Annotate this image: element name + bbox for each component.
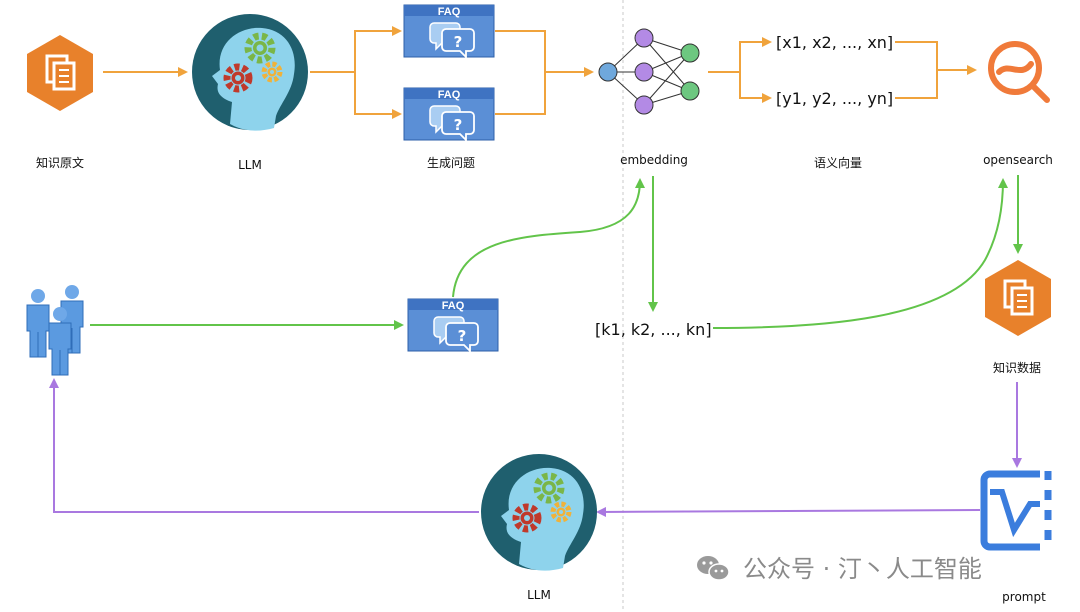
arrow-llm-to-faq-lower — [354, 72, 402, 119]
arrow-faq-lower-out — [495, 67, 594, 115]
label-knowledge-data: 知识数据 — [993, 360, 1041, 375]
wechat-icon — [697, 556, 730, 581]
vector-k: [k1, k2, ..., kn] — [595, 320, 712, 339]
label-prompt: prompt — [1002, 590, 1046, 604]
users-icon — [26, 284, 84, 376]
arrow-k-to-opensearch — [712, 178, 1008, 329]
document-icon-knowledge — [983, 258, 1053, 338]
arrow-vectors-to-opensearch-2 — [895, 70, 938, 99]
faq-icon-upper: FAQ — [403, 4, 495, 58]
prompt-icon — [980, 470, 1052, 551]
watermark: 公众号 · 汀丶人工智能 — [697, 555, 982, 583]
opensearch-logo-icon — [988, 41, 1050, 103]
arrow-faq-upper-out — [495, 30, 546, 72]
arrow-embed-to-vectors — [708, 37, 772, 73]
arrow-prompt-to-llm — [596, 506, 981, 517]
vector-y: [y1, y2, ..., yn] — [776, 89, 893, 108]
vector-x: [x1, x2, ..., xn] — [776, 33, 893, 52]
svg-text:FAQ: FAQ — [442, 300, 465, 312]
label-generate-questions: 生成问题 — [427, 156, 475, 170]
llm-head-icon-top — [192, 14, 308, 131]
svg-text:FAQ: FAQ — [438, 89, 461, 101]
llm-head-icon-bottom — [481, 454, 597, 571]
arrow-llm-to-users — [49, 378, 479, 513]
label-opensearch: opensearch — [983, 153, 1053, 167]
arrow-faq-to-embedding — [452, 178, 645, 298]
faq-icon-lower: FAQ — [403, 87, 495, 141]
faq-icon-query: FAQ — [407, 298, 499, 352]
label-source-text: 知识原文 — [36, 155, 84, 170]
arrow-embed-to-vectors-2 — [739, 72, 772, 103]
label-embedding: embedding — [620, 153, 688, 167]
label-llm-bottom: LLM — [527, 588, 551, 602]
label-llm-top: LLM — [238, 158, 262, 172]
neural-network-icon — [598, 28, 700, 115]
svg-text:FAQ: FAQ — [438, 6, 461, 18]
arrow-vectors-to-opensearch — [895, 41, 977, 75]
label-semantic-vector: 语义向量 — [814, 155, 862, 170]
document-icon-source — [25, 33, 95, 113]
arrow-llm-to-faq-upper — [310, 26, 402, 73]
watermark-text: 公众号 · 汀丶人工智能 — [743, 555, 982, 583]
